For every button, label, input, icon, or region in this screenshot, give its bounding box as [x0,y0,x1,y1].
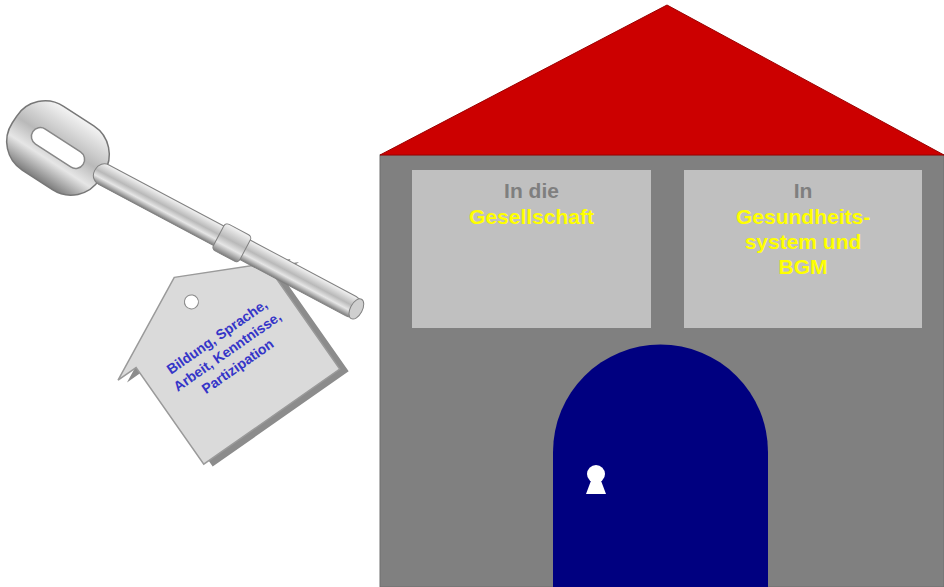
window-label: Gesundheits- system und BGM [736,204,870,279]
window-box: InGesundheits- system und BGM [684,170,922,328]
key-shaft [88,157,369,325]
house-door [553,345,768,587]
house-body [380,155,944,587]
key-tag: Bildung, Sprache, Arbeit, Kenntnisse, Pa… [88,217,358,477]
window-heading: In [684,178,922,204]
house-roof [380,5,944,155]
keyhole [586,478,606,494]
tag-hole [182,292,201,311]
key-bow [0,88,122,208]
window-heading: In die [412,178,651,204]
window-label: Gesellschaft [412,204,651,230]
tag-face [88,217,358,477]
window-box: In dieGesellschaft [412,170,651,328]
